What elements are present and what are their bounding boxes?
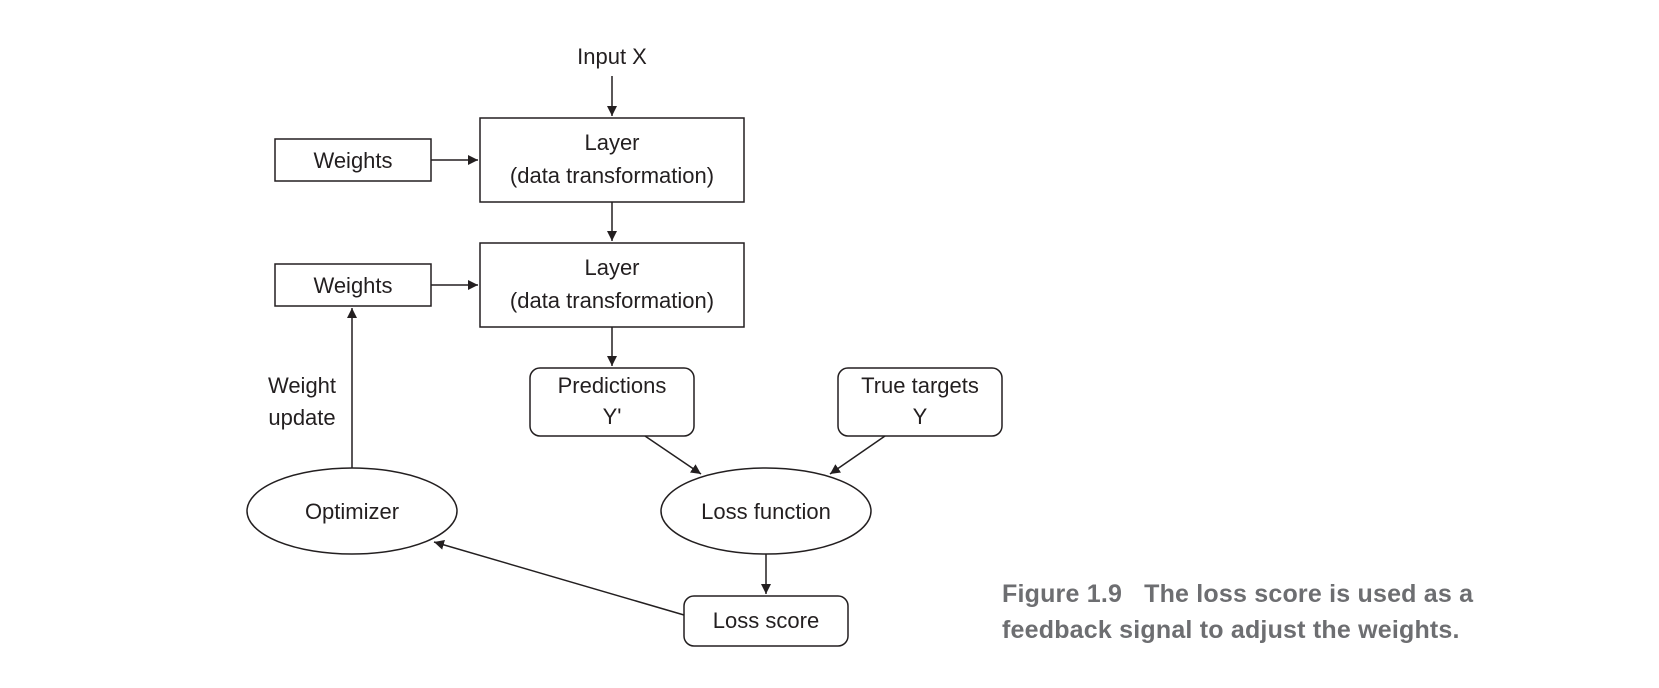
optimizer-label: Optimizer <box>305 499 399 524</box>
weights-box-1-label: Weights <box>313 148 392 173</box>
layer-box-1-subtitle: (data transformation) <box>510 163 714 188</box>
loss-score-label: Loss score <box>713 608 819 633</box>
optimizer-ellipse: Optimizer <box>246 467 458 555</box>
layer-box-2-title: Layer <box>584 255 639 280</box>
figure-number: Figure 1.9 <box>1002 580 1123 608</box>
true-targets-title: True targets <box>861 373 979 398</box>
true-targets-box: True targets Y <box>837 367 1003 437</box>
weight-update-label-line2: update <box>268 405 335 430</box>
weights-box-2: Weights <box>274 263 432 307</box>
true-targets-symbol: Y <box>913 404 928 429</box>
layer-box-2: Layer (data transformation) <box>479 242 745 328</box>
predictions-title: Predictions <box>558 373 667 398</box>
predictions-box: Predictions Y' <box>529 367 695 437</box>
weights-box-2-label: Weights <box>313 273 392 298</box>
weight-update-label-line1: Weight <box>268 373 336 398</box>
caption-text-1: The loss score is used as a <box>1144 580 1474 608</box>
layer-box-1: Layer (data transformation) <box>479 117 745 203</box>
figure-caption: Figure 1.9 The loss score is used as a fe… <box>1002 576 1562 648</box>
weights-box-1: Weights <box>274 138 432 182</box>
caption-text-2: feedback signal to adjust the weights. <box>1002 616 1460 644</box>
input-x-label: Input X <box>577 44 647 69</box>
loss-function-ellipse: Loss function <box>660 467 872 555</box>
layer-box-2-subtitle: (data transformation) <box>510 288 714 313</box>
loss-score-box: Loss score <box>683 595 849 647</box>
loss-function-label: Loss function <box>701 499 831 524</box>
arrow-loss-score-to-optimizer <box>433 540 685 616</box>
layer-box-1-title: Layer <box>584 130 639 155</box>
predictions-symbol: Y' <box>603 404 622 429</box>
caption-line-1: Figure 1.9 The loss score is used as a <box>1002 576 1562 612</box>
arrow-true-targets-to-loss-function <box>829 435 886 475</box>
arrow-predictions-to-loss-function <box>644 435 702 475</box>
